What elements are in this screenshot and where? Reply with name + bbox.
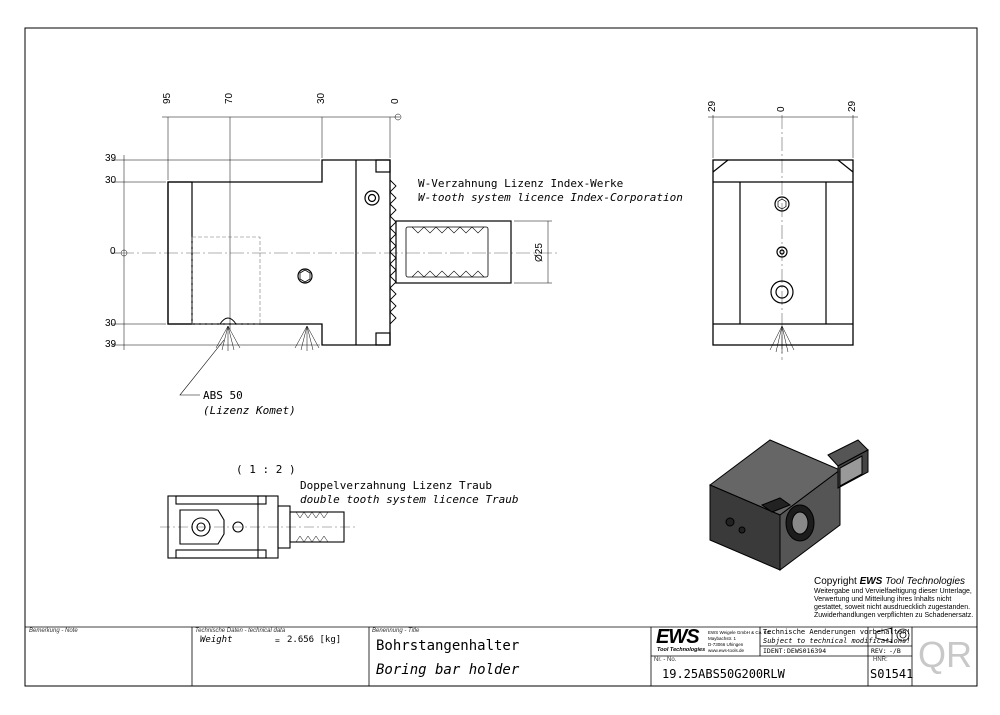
title-de: Bohrstangenhalter bbox=[376, 638, 520, 654]
weight-eq: = bbox=[275, 636, 280, 645]
note-double-de: Doppelverzahnung Lizenz Traub bbox=[300, 479, 493, 492]
end-dimensions bbox=[708, 115, 858, 158]
weight-value: 2.656 [kg] bbox=[287, 635, 342, 645]
copyright-line-3: gestattet, soweit nicht ausdruecklich zu… bbox=[814, 604, 971, 611]
ident-label: IDENT: bbox=[763, 647, 787, 655]
dim-top-0: 0 bbox=[390, 98, 401, 104]
title-label: Benennung - Title bbox=[372, 628, 420, 634]
note-w-tooth-en: W-tooth system licence Index-Corporation bbox=[418, 191, 683, 204]
note-label: Bemerkung - Note bbox=[29, 628, 78, 634]
title-block-lines bbox=[25, 626, 977, 686]
dim-end-0: 0 bbox=[776, 106, 787, 112]
hnr-value: S01541 bbox=[870, 667, 914, 681]
dim-left-39-top: 39 bbox=[105, 153, 117, 164]
dim-diameter: Ø25 bbox=[534, 243, 545, 262]
ews-logo: EWS bbox=[656, 626, 700, 648]
dim-top-95: 95 bbox=[162, 92, 173, 104]
part-number: 19.25ABS50G200RLW bbox=[662, 667, 785, 681]
copyright-line-1: Weitergabe und Vervielfaeltigung dieser … bbox=[814, 588, 972, 595]
dim-left-0: 0 bbox=[110, 246, 116, 257]
note-double-en: double tooth system licence Traub bbox=[300, 493, 519, 506]
ident-value: DEWS016394 bbox=[787, 647, 827, 655]
scale-label: ( 1 : 2 ) bbox=[236, 463, 296, 476]
title-en: Boring bar holder bbox=[376, 662, 520, 678]
rev-label: REV: bbox=[871, 647, 887, 655]
weight-label: Weight bbox=[200, 635, 233, 645]
front-view bbox=[120, 159, 560, 396]
nr-label: Nr. - No. bbox=[654, 657, 677, 663]
company-line-4: www.ews-tools.de bbox=[708, 648, 745, 653]
copyright-line-4: Zuwiderhandlungen verpflichten zu Schade… bbox=[814, 612, 974, 619]
front-dimensions bbox=[112, 113, 552, 350]
qr-placeholder: QR bbox=[918, 634, 972, 675]
copyright-brand: EWS bbox=[859, 576, 883, 587]
dim-top-30: 30 bbox=[316, 92, 327, 104]
rev-value: -/B bbox=[889, 647, 901, 655]
company-line-2: Maybachstr. 1 bbox=[708, 636, 737, 641]
top-view bbox=[160, 495, 355, 559]
company-line-3: D-73066 Uhingen bbox=[708, 642, 744, 647]
copyright-title: Copyright EWS Tool Technologies bbox=[814, 576, 965, 587]
dim-end-29-right: 29 bbox=[847, 100, 858, 112]
note-abs-sub: (Lizenz Komet) bbox=[203, 404, 296, 417]
dim-left-39-bottom: 39 bbox=[105, 339, 117, 350]
ews-logo-sub: Tool Technologies bbox=[657, 647, 706, 653]
changes-de: Technische Aenderungen vorbehalten! bbox=[763, 628, 911, 636]
end-view bbox=[712, 115, 854, 360]
dim-top-70: 70 bbox=[224, 92, 235, 104]
copyright-suffix: Tool Technologies bbox=[882, 576, 966, 587]
copyright-line-2: Verwertung und Mitteilung ihres Inhalts … bbox=[814, 596, 952, 603]
dim-end-29-left: 29 bbox=[707, 100, 718, 112]
note-abs: ABS 50 bbox=[203, 389, 243, 402]
isometric-view bbox=[709, 439, 869, 571]
company-line-1: EWS Weigele GmbH & Co. KG bbox=[708, 630, 771, 635]
hnr-label: HNR: bbox=[873, 657, 888, 663]
note-w-tooth-de: W-Verzahnung Lizenz Index-Werke bbox=[418, 177, 624, 190]
changes-en: Subject to technical modifications! bbox=[763, 637, 911, 645]
sheet-border bbox=[24, 27, 978, 687]
tech-data-label: Technische Daten - technical data bbox=[195, 628, 286, 634]
copyright-prefix: Copyright bbox=[814, 576, 860, 587]
dim-left-30-top: 30 bbox=[105, 175, 117, 186]
dim-left-30-bottom: 30 bbox=[105, 318, 117, 329]
